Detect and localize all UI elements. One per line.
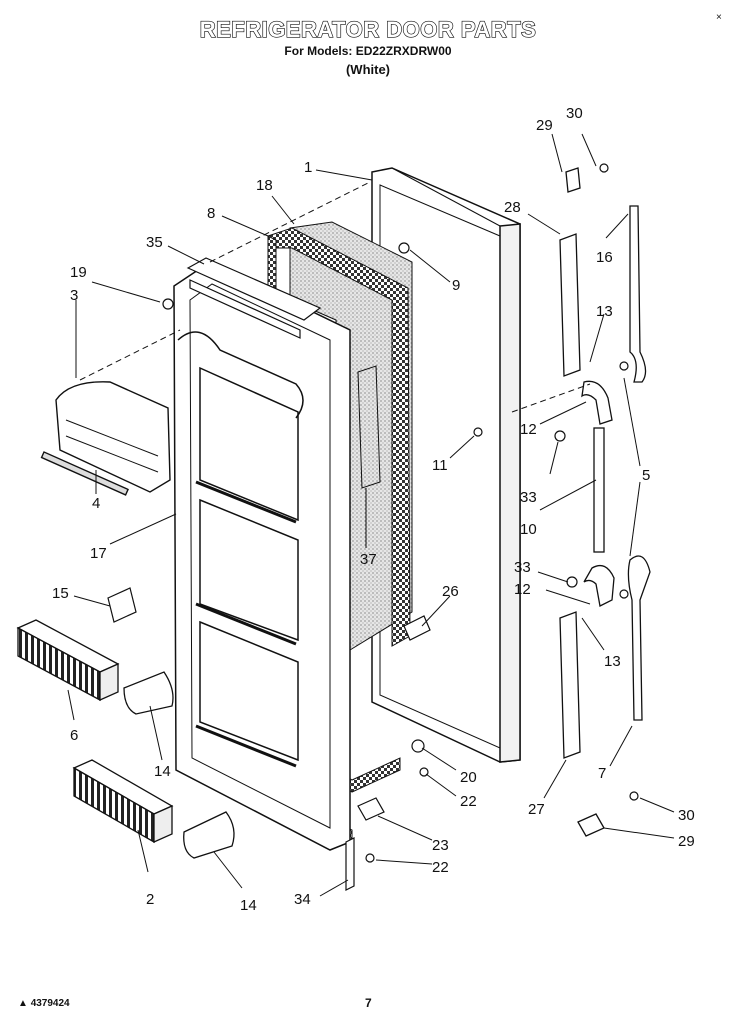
foam-block [357, 365, 381, 489]
callout-20: 20 [460, 769, 477, 786]
callout-30: 30 [678, 807, 695, 824]
dispenser-cover [40, 381, 171, 496]
door-trim-strip [186, 257, 322, 339]
hinge-assembly-upper [559, 167, 647, 553]
grille-upper [16, 619, 120, 702]
callout-11: 11 [432, 457, 448, 474]
callout-29: 29 [678, 833, 695, 850]
callout-14: 14 [154, 763, 171, 780]
callout-13: 13 [604, 653, 621, 670]
callout-33: 33 [514, 559, 531, 576]
hinge-assembly-lower [559, 555, 651, 837]
callout-27: 27 [528, 801, 545, 818]
callout-13: 13 [596, 303, 613, 320]
callout-18: 18 [256, 177, 273, 194]
callout-19: 19 [70, 264, 87, 281]
callout-23: 23 [432, 837, 449, 854]
page-number: 7 [365, 996, 372, 1010]
models-line: For Models: ED22ZRXDRW00 [284, 44, 452, 58]
callout-17: 17 [90, 545, 107, 562]
dashed-assembly-lines [79, 181, 591, 413]
callout-34: 34 [294, 891, 311, 908]
callout-10: 10 [520, 521, 537, 538]
callout-12: 12 [520, 421, 537, 438]
color-line: (White) [345, 62, 391, 77]
part-number-mark: ▲ [18, 998, 28, 1009]
inner-door-liner [173, 261, 351, 851]
callout-29: 29 [536, 117, 553, 134]
callout-2: 2 [146, 891, 154, 908]
callout-8: 8 [207, 205, 215, 222]
callout-12: 12 [514, 581, 531, 598]
callout-28: 28 [504, 199, 521, 216]
callout-14: 14 [240, 897, 257, 914]
callout-6: 6 [70, 727, 78, 744]
callout-37: 37 [360, 551, 377, 568]
callout-1: 1 [304, 159, 312, 176]
callout-30: 30 [566, 105, 583, 122]
callout-3: 3 [70, 287, 78, 304]
leader-lines [67, 133, 675, 897]
callout-15: 15 [52, 585, 69, 602]
callout-7: 7 [598, 765, 606, 782]
callout-16: 16 [596, 249, 613, 266]
part-number-text: 4379424 [30, 998, 70, 1009]
page-title: REFRIGERATOR DOOR PARTS [199, 16, 537, 42]
callout-22: 22 [460, 793, 477, 810]
small-clip [107, 587, 137, 623]
part-number: ▲ 4379424 [18, 998, 70, 1009]
lower-trim-bracket [345, 615, 431, 891]
callout-33: 33 [520, 489, 537, 506]
callout-22: 22 [432, 859, 449, 876]
callout-5: 5 [642, 467, 650, 484]
callout-9: 9 [452, 277, 460, 294]
callout-35: 35 [146, 234, 163, 251]
shelf-bin-upper [123, 671, 174, 715]
grille-lower [72, 759, 174, 844]
callout-4: 4 [92, 495, 100, 512]
callout-26: 26 [442, 583, 459, 600]
corner-mark: × [716, 12, 722, 23]
shelf-bin-lower [183, 811, 235, 859]
